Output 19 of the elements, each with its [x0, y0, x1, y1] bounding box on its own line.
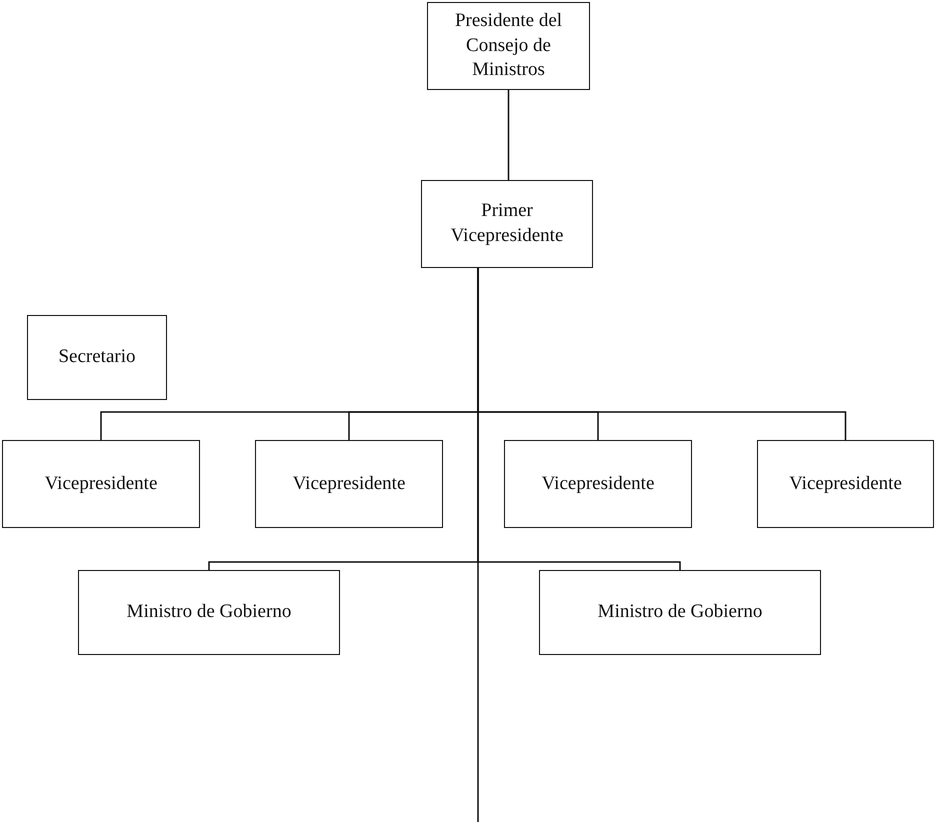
- role-title: Vicepresidente: [542, 472, 654, 496]
- role-title: Secretario: [58, 345, 136, 370]
- role-title: Primer Vicepresidente: [450, 199, 564, 248]
- role-title: Vicepresidente: [789, 472, 902, 496]
- org-box: [504, 440, 692, 528]
- role-title: Ministro de Gobierno: [126, 600, 292, 624]
- org-box: [427, 2, 590, 90]
- org-box: [2, 440, 200, 528]
- org-box: [27, 315, 167, 400]
- role-title: Presidente del Consejo de Ministros: [454, 8, 564, 82]
- role-title: Vicepresidente: [292, 472, 406, 496]
- connector-line: [508, 90, 510, 180]
- org-box: [757, 440, 934, 528]
- role-title: Ministro de Gobierno: [598, 600, 762, 624]
- org-box: [255, 440, 443, 528]
- org-box: [78, 570, 340, 655]
- org-box: [421, 180, 593, 268]
- org-box: [539, 570, 821, 655]
- role-title: Vicepresidente: [44, 472, 158, 496]
